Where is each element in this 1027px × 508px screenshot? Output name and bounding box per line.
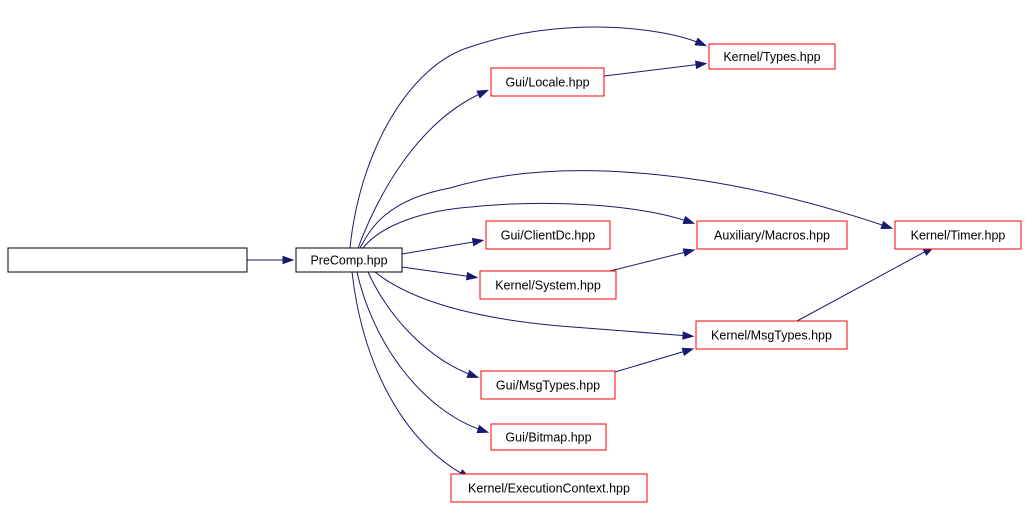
- edge-kmsgtypes-to-timer: [796, 246, 935, 322]
- edge-line: [374, 271, 690, 337]
- node-box: [490, 67, 605, 97]
- edge-precomp-to-gmsgtypes: [367, 271, 480, 378]
- arrowhead: [471, 237, 485, 247]
- edge-line: [401, 266, 474, 278]
- node-box: [695, 320, 848, 350]
- node-kmsgtypes[interactable]: Kernel/MsgTypes.hpp: [695, 320, 848, 350]
- node-label: Kernel/System.hpp: [495, 279, 601, 293]
- arrowhead: [682, 215, 696, 224]
- arrowhead: [695, 60, 708, 70]
- node-box: [479, 270, 617, 300]
- node-macros[interactable]: Auxiliary/Macros.hpp: [696, 220, 848, 250]
- edge-line: [351, 271, 467, 477]
- edge-line: [349, 26, 703, 249]
- node-box: [480, 370, 616, 400]
- arrowhead: [476, 89, 490, 99]
- node-label: Gui/ClientDc.hpp: [501, 229, 596, 243]
- edge-line: [796, 248, 931, 322]
- edge-precomp-to-types: [349, 26, 708, 249]
- arrowhead: [682, 248, 696, 257]
- node-label: Kernel/MsgTypes.hpp: [711, 329, 832, 343]
- node-label: Kernel/Timer.hpp: [911, 229, 1006, 243]
- node-label: Gui/Locale.hpp: [505, 76, 589, 90]
- edge-precomp-to-macros: [362, 202, 696, 249]
- edge-line: [367, 271, 475, 377]
- edge-line: [603, 63, 703, 77]
- node-label: Compat/Devices/MPE/PreComp.cpp: [26, 254, 228, 268]
- arrowhead: [282, 255, 295, 265]
- edge-line: [359, 170, 889, 249]
- arrowhead: [880, 220, 894, 229]
- node-clientdc[interactable]: Gui/ClientDc.hpp: [485, 220, 611, 250]
- edge-precomp-to-bitmap: [356, 271, 490, 434]
- edge-locale-to-types: [603, 60, 708, 77]
- edge-line: [362, 202, 691, 249]
- node-timer[interactable]: Kernel/Timer.hpp: [894, 220, 1022, 250]
- arrowhead: [466, 369, 480, 378]
- node-label: Gui/Bitmap.hpp: [505, 431, 591, 445]
- edge-gmsgtypes-to-kmsgtypes: [614, 347, 695, 373]
- edges-layer: [247, 26, 935, 479]
- node-locale[interactable]: Gui/Locale.hpp: [490, 67, 605, 97]
- edge-precomp-to-execctx: [351, 271, 471, 479]
- node-label: PreComp.hpp: [310, 254, 387, 268]
- node-box: [450, 473, 648, 503]
- node-root: Compat/Devices/MPE/PreComp.cpp: [7, 247, 248, 273]
- arrowhead: [694, 37, 708, 47]
- edge-system-to-macros: [609, 248, 696, 272]
- node-box: [696, 220, 848, 250]
- edge-precomp-to-clientdc: [401, 237, 485, 255]
- node-bitmap[interactable]: Gui/Bitmap.hpp: [490, 423, 607, 451]
- edge-precomp-to-locale: [357, 89, 490, 249]
- node-label: Gui/MsgTypes.hpp: [496, 379, 600, 393]
- node-label: Auxiliary/Macros.hpp: [714, 229, 830, 243]
- node-box: [490, 423, 607, 451]
- edge-line: [401, 240, 480, 255]
- edge-line: [614, 349, 690, 373]
- node-execctx[interactable]: Kernel/ExecutionContext.hpp: [450, 473, 648, 503]
- edge-precomp-to-system: [401, 266, 479, 281]
- node-box: [894, 220, 1022, 250]
- edge-line: [357, 91, 485, 249]
- arrowhead: [476, 424, 490, 434]
- node-box: [7, 247, 248, 273]
- nodes-layer: Compat/Devices/MPE/PreComp.cpp PreComp.hp…: [7, 43, 1022, 503]
- arrowhead: [465, 271, 479, 281]
- edge-precomp-to-kmsgtypes: [374, 271, 695, 340]
- node-system[interactable]: Kernel/System.hpp: [479, 270, 617, 300]
- node-gmsgtypes[interactable]: Gui/MsgTypes.hpp: [480, 370, 616, 400]
- arrowhead: [682, 331, 695, 340]
- node-box: [485, 220, 611, 250]
- edge-precomp-to-timer: [359, 170, 894, 249]
- node-precomp[interactable]: PreComp.hpp: [295, 247, 403, 273]
- node-label: Kernel/Types.hpp: [723, 50, 820, 64]
- node-box: [295, 247, 403, 273]
- edge-line: [609, 250, 691, 272]
- edge-line: [356, 271, 485, 432]
- node-types[interactable]: Kernel/Types.hpp: [708, 43, 836, 70]
- arrowhead: [681, 347, 695, 356]
- edge-root-to-precomp: [247, 255, 295, 265]
- node-label: Kernel/ExecutionContext.hpp: [468, 482, 630, 496]
- node-box: [708, 43, 836, 70]
